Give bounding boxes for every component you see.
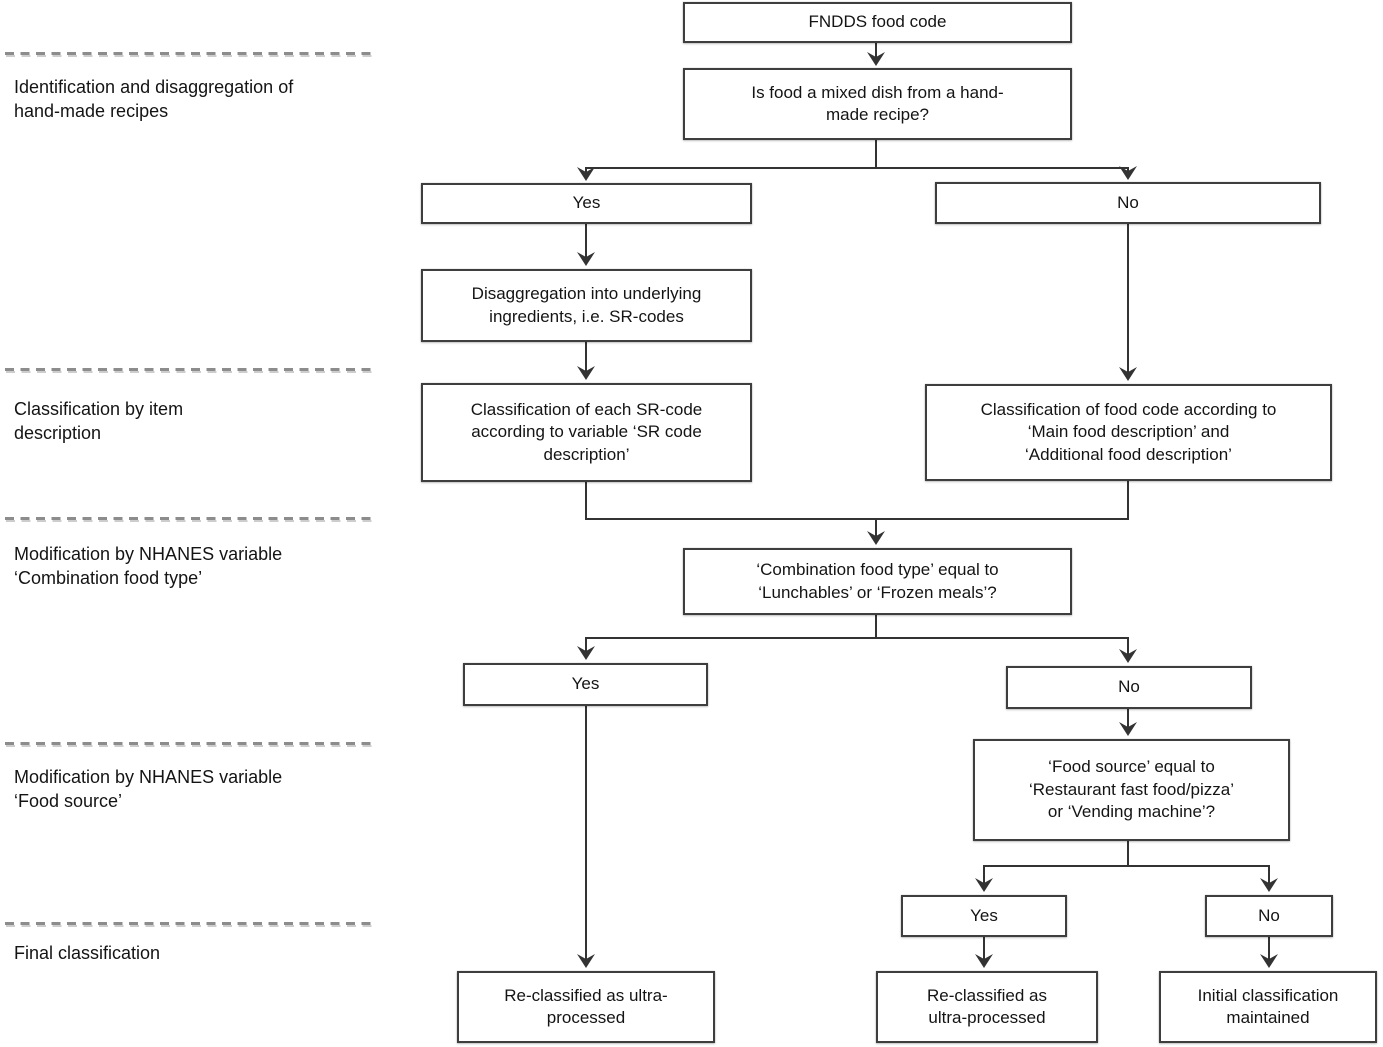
stage-divider (5, 368, 378, 374)
stage-label-identification: Identification and disaggregation of han… (14, 77, 294, 121)
node-reclassified-ultra-processed-mid: Re-classified as ultra-processed (876, 971, 1098, 1043)
stage-divider (5, 922, 378, 928)
node-combination-food-type-question: ‘Combination food type’ equal to ‘Luncha… (683, 548, 1072, 615)
node-combination-no: No (1006, 666, 1252, 709)
stage-label-final-classification: Final classification (14, 943, 161, 963)
node-initial-classification-maintained: Initial classification maintained (1159, 971, 1377, 1043)
connector-plain-lines (585, 140, 1270, 867)
stage-label-combination-food-type: Modification by NHANES variable ‘Combina… (14, 544, 283, 588)
stage-divider (5, 517, 378, 523)
stage-divider (5, 52, 378, 58)
node-food-code-classification: Classification of food code according to… (925, 384, 1332, 481)
node-food-source-question: ‘Food source’ equal to ‘Restaurant fast … (973, 739, 1290, 841)
node-food-source-no: No (1205, 895, 1333, 937)
node-food-source-yes: Yes (901, 895, 1067, 937)
node-combination-yes: Yes (463, 663, 708, 706)
node-fndds-food-code: FNDDS food code (683, 2, 1072, 43)
node-disaggregation: Disaggregation into underlying ingredien… (421, 269, 752, 342)
node-mixed-dish-no: No (935, 182, 1321, 224)
node-mixed-dish-yes: Yes (421, 183, 752, 224)
connector-arrow-lines (577, 43, 1278, 968)
stage-divider (5, 742, 378, 748)
stage-label-food-source: Modification by NHANES variable ‘Food so… (14, 767, 283, 811)
node-sr-code-classification: Classification of each SR-code according… (421, 383, 752, 482)
node-mixed-dish-question: Is food a mixed dish from a hand- made r… (683, 68, 1072, 140)
stage-label-item-description: Classification by item description (14, 399, 184, 443)
node-reclassified-ultra-processed-left: Re-classified as ultra- processed (457, 971, 715, 1043)
